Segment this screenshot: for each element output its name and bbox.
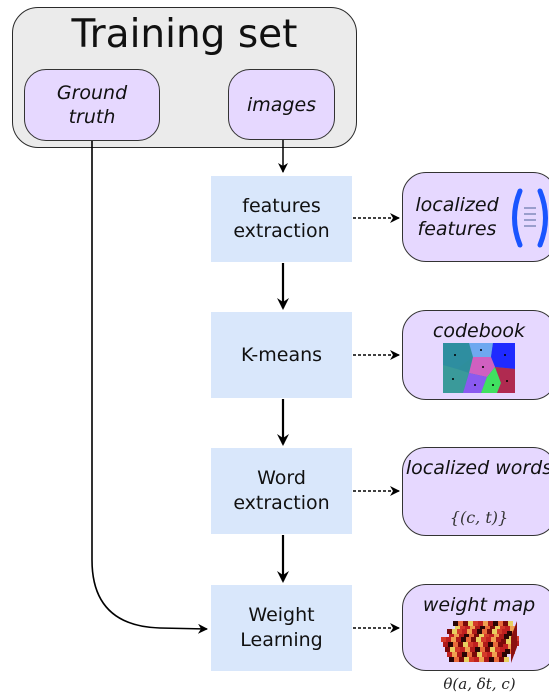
codebook-node: codebook: [402, 310, 549, 400]
localized-words-node: localized words {(c, t)}: [402, 447, 549, 536]
ground-truth-node: Ground truth: [24, 69, 160, 141]
kmeans-label: K-means: [240, 343, 323, 366]
images-label: images: [246, 93, 317, 116]
weight-map-node: weight map: [402, 584, 549, 671]
features-extraction-label: features extraction: [233, 195, 330, 242]
localized-features-label: localized features: [415, 194, 499, 240]
features-extraction-step: features extraction: [211, 176, 352, 262]
images-node: images: [228, 69, 335, 140]
weight-learning-label: Weight Learning: [240, 604, 323, 651]
word-extraction-step: Word extraction: [211, 448, 352, 534]
arrow-groundtruth-to-weights: [91, 141, 208, 634]
words-formula: {(c, t)}: [449, 508, 509, 527]
word-extraction-label: Word extraction: [233, 467, 330, 514]
weight-map-label: weight map: [422, 594, 536, 616]
training-set-title: Training set: [71, 12, 298, 57]
feature-vector-icon: [512, 188, 548, 248]
localized-features-node: localized features: [402, 172, 549, 262]
kmeans-step: K-means: [211, 312, 352, 398]
weight-map-icon: [441, 621, 519, 663]
weight-learning-step: Weight Learning: [211, 585, 352, 671]
weight-map-formula: θ(a, δt, c): [443, 675, 516, 693]
voronoi-codebook-icon: [443, 343, 515, 393]
codebook-label: codebook: [432, 320, 526, 342]
localized-words-label: localized words: [405, 457, 549, 479]
ground-truth-label: Ground truth: [56, 82, 128, 128]
